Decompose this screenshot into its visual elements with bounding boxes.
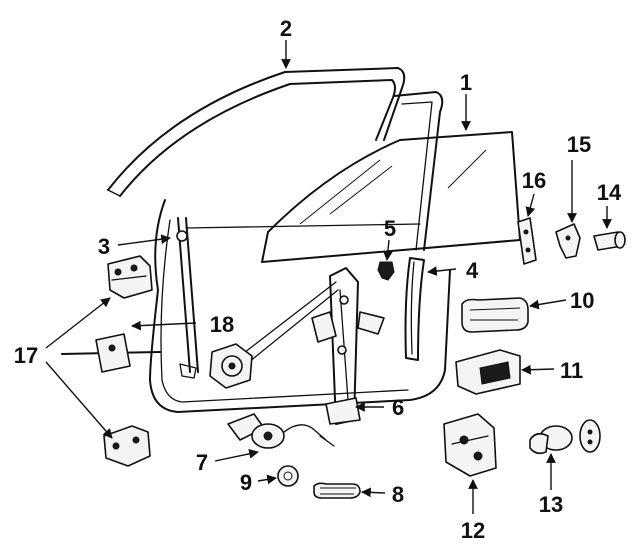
callout-14: 14 xyxy=(597,180,622,205)
rear-glass-channel xyxy=(404,257,425,361)
lock-cylinder xyxy=(529,419,601,455)
callout-11: 11 xyxy=(560,358,583,383)
division-bar xyxy=(176,217,199,379)
callout-3: 3 xyxy=(98,234,110,259)
callout-18: 18 xyxy=(210,312,234,337)
lock-bracket xyxy=(555,223,581,259)
inside-handle xyxy=(455,349,521,395)
callout-7: 7 xyxy=(196,450,208,475)
callout-6: 6 xyxy=(392,395,404,420)
callout-8: 8 xyxy=(392,482,404,507)
callout-2: 2 xyxy=(280,16,292,41)
glass-run-channel xyxy=(107,67,406,197)
callout-1: 1 xyxy=(460,70,472,95)
door-handle-rod xyxy=(313,482,361,499)
striker xyxy=(593,231,626,251)
callout-12: 12 xyxy=(461,518,485,543)
callout-10: 10 xyxy=(570,288,594,313)
lower-hinge xyxy=(103,425,151,467)
regulator-drive xyxy=(209,343,253,389)
leader-lines xyxy=(45,40,612,514)
window-motor xyxy=(227,413,335,449)
window-regulator xyxy=(239,267,385,425)
callout-9: 9 xyxy=(240,470,252,495)
callout-15: 15 xyxy=(567,132,591,157)
latch-plate xyxy=(517,217,537,265)
door-glass xyxy=(261,131,521,263)
door-latch xyxy=(443,413,497,477)
door-shell xyxy=(149,199,451,413)
rear-frame-run xyxy=(393,91,444,251)
upper-hinge xyxy=(107,255,153,299)
callout-5: 5 xyxy=(384,216,396,241)
washer xyxy=(277,465,299,487)
callout-13: 13 xyxy=(539,492,563,517)
door-check xyxy=(61,333,161,373)
callout-16: 16 xyxy=(522,168,546,193)
callout-17: 17 xyxy=(14,343,38,368)
callout-4: 4 xyxy=(466,258,479,283)
outside-handle xyxy=(461,297,529,333)
glass-clip xyxy=(377,261,395,281)
callout-labels: 1 2 3 4 5 6 7 8 9 10 11 12 13 14 15 16 1… xyxy=(14,16,622,543)
